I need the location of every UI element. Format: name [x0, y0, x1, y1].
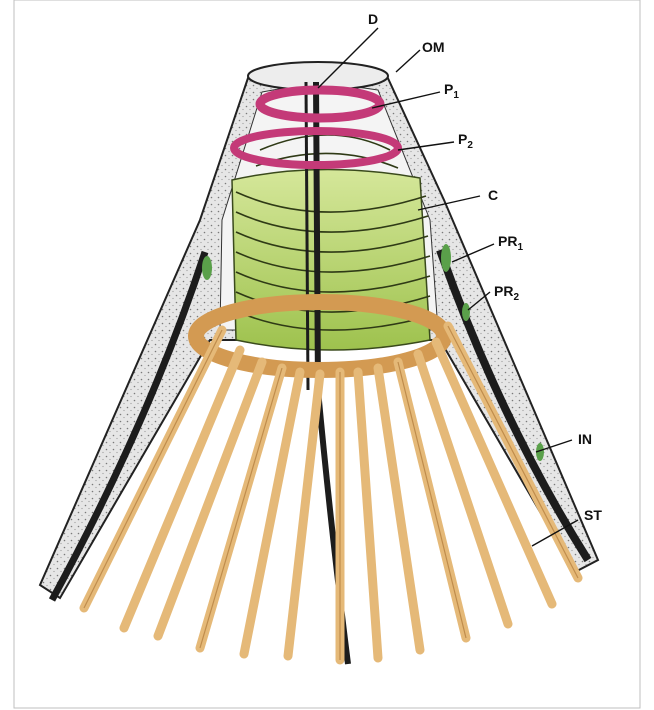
left-green-inclusion — [202, 256, 212, 280]
label-C: C — [488, 187, 498, 203]
pr2-inclusion — [462, 303, 470, 321]
label-ST: ST — [584, 507, 602, 523]
label-D: D — [368, 11, 378, 27]
label-P2: P2 — [458, 131, 473, 151]
pr1-inclusion — [441, 244, 451, 272]
label-OM: OM — [422, 39, 445, 55]
label-P1: P1 — [444, 81, 459, 101]
label-IN: IN — [578, 431, 592, 447]
label-PR1: PR1 — [498, 233, 523, 253]
label-PR2: PR2 — [494, 283, 519, 303]
